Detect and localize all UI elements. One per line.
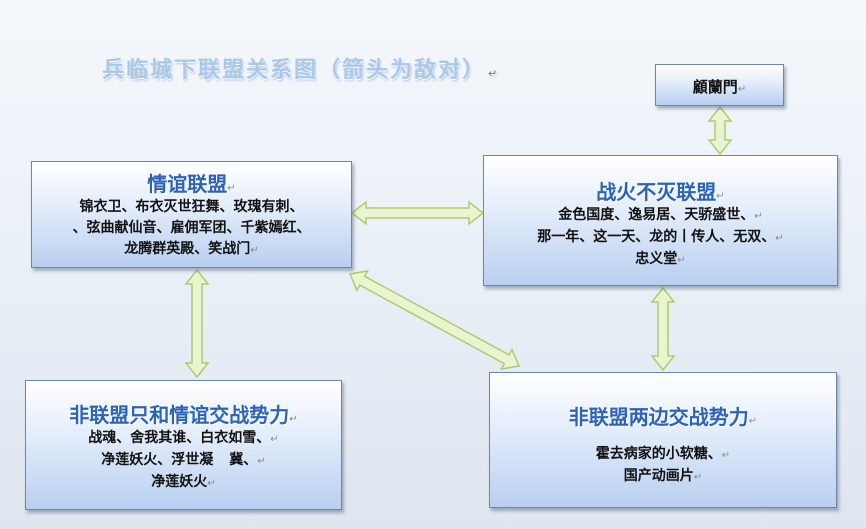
qingyi-opponents-line-1: 战魂、舍我其谁、白衣如雪、↵ bbox=[26, 428, 341, 450]
paragraph-mark: ↵ bbox=[748, 416, 758, 427]
member-text: 国产动画片 bbox=[623, 468, 694, 484]
diagram-title: 兵临城下联盟关系图（箭头为敌对）↵ bbox=[102, 52, 499, 84]
paragraph-mark: ↵ bbox=[289, 414, 298, 425]
zhanhuo-line-2: 那一年、这一天、龙的丨传人、无双、↵ bbox=[484, 227, 837, 249]
qingyi-opponents-line-2: 净莲妖火、浮世凝冀、↵ bbox=[26, 450, 341, 472]
diagram-title-text: 兵临城下联盟关系图（箭头为敌对） bbox=[102, 58, 487, 83]
paragraph-mark: ↵ bbox=[207, 478, 216, 489]
gulan-box[interactable]: 顧蘭門↵ bbox=[655, 64, 784, 106]
qingyi-heading-text: 情谊联盟 bbox=[147, 172, 228, 196]
both-sides-opponents-heading: 非联盟两边交战势力↵ bbox=[490, 401, 836, 430]
paragraph-mark: ↵ bbox=[737, 84, 747, 95]
paragraph-mark: ↵ bbox=[270, 434, 279, 445]
paragraph-mark: ↵ bbox=[716, 191, 725, 202]
arrow-zhanhuo-both bbox=[650, 286, 676, 372]
member-text: 、弦曲献仙音、雇佣军团、千紫嫣红、 bbox=[72, 220, 311, 236]
qingyi-alliance-heading: 情谊联盟↵ bbox=[32, 168, 351, 197]
zhanhuo-members: 金色国度、逸易居、天骄盛世、↵ 那一年、这一天、龙的丨传人、无双、↵ 忠义堂↵ bbox=[484, 205, 837, 271]
qingyi-members: 锦衣卫、布衣灭世狂舞、玫瑰有刺、 、弦曲献仙音、雇佣军团、千紫嫣红、 龙腾群英殿… bbox=[32, 197, 351, 261]
qingyi-line-1: 锦衣卫、布衣灭世狂舞、玫瑰有刺、 bbox=[32, 197, 351, 218]
qingyi-opponents-heading-text: 非联盟只和情谊交战势力 bbox=[69, 403, 290, 427]
qingyi-line-3: 龙腾群英殿、笑战门↵ bbox=[32, 239, 351, 261]
paragraph-mark: ↵ bbox=[693, 472, 703, 483]
qingyi-opponents-members: 战魂、舍我其谁、白衣如雪、↵ 净莲妖火、浮世凝冀、↵ 净莲妖火↵ bbox=[26, 428, 341, 494]
member-text: 龙腾群英殿、笑战门 bbox=[124, 241, 251, 257]
zhanhuo-line-3: 忠义堂↵ bbox=[484, 249, 837, 271]
paragraph-mark: ↵ bbox=[677, 255, 686, 266]
both-sides-opponents-members: 霍去病家的小软糖、↵ 国产动画片↵ bbox=[490, 444, 836, 488]
member-text: 那一年、这一天、龙的丨传人、无双、 bbox=[537, 229, 776, 245]
paragraph-mark: ↵ bbox=[754, 211, 763, 222]
qingyi-alliance-box[interactable]: 情谊联盟↵ 锦衣卫、布衣灭世狂舞、玫瑰有刺、 、弦曲献仙音、雇佣军团、千紫嫣红、… bbox=[31, 161, 352, 268]
paragraph-mark: ↵ bbox=[227, 183, 236, 194]
member-text: 金色国度、逸易居、天骄盛世、 bbox=[558, 207, 755, 223]
qingyi-line-2: 、弦曲献仙音、雇佣军团、千紫嫣红、 bbox=[32, 218, 351, 239]
paragraph-mark: ↵ bbox=[721, 450, 731, 461]
member-text: 忠义堂 bbox=[635, 251, 678, 267]
paragraph-mark: ↵ bbox=[775, 233, 784, 244]
arrow-qingyi-opponents bbox=[184, 268, 210, 379]
qingyi-opponents-box[interactable]: 非联盟只和情谊交战势力↵ 战魂、舍我其谁、白衣如雪、↵ 净莲妖火、浮世凝冀、↵ … bbox=[25, 380, 342, 510]
both-sides-line-1: 霍去病家的小软糖、↵ bbox=[490, 444, 836, 466]
paragraph-mark: ↵ bbox=[257, 456, 266, 467]
zhanhuo-alliance-heading: 战火不灭联盟↵ bbox=[484, 176, 837, 205]
zhanhuo-heading-text: 战火不灭联盟 bbox=[596, 180, 717, 204]
member-text: 锦衣卫、布衣灭世狂舞、玫瑰有刺、 bbox=[79, 199, 304, 215]
both-sides-opponents-box[interactable]: 非联盟两边交战势力↵ 霍去病家的小软糖、↵ 国产动画片↵ bbox=[489, 372, 837, 508]
qingyi-opponents-line-3: 净莲妖火↵ bbox=[26, 472, 341, 494]
paragraph-mark: ↵ bbox=[250, 245, 259, 256]
gulan-label: 顧蘭門 bbox=[692, 78, 738, 96]
zhanhuo-line-1: 金色国度、逸易居、天骄盛世、↵ bbox=[484, 205, 837, 227]
both-sides-heading-text: 非联盟两边交战势力 bbox=[568, 405, 749, 429]
arrow-qingyi-zhanhuo bbox=[350, 200, 485, 226]
member-text: 霍去病家的小软糖、 bbox=[595, 446, 722, 462]
paragraph-mark: ↵ bbox=[488, 67, 500, 80]
arrow-qingyi-both bbox=[348, 270, 521, 370]
zhanhuo-alliance-box[interactable]: 战火不灭联盟↵ 金色国度、逸易居、天骄盛世、↵ 那一年、这一天、龙的丨传人、无双… bbox=[483, 155, 838, 286]
both-sides-line-2: 国产动画片↵ bbox=[490, 466, 836, 488]
member-text: 冀、 bbox=[229, 452, 258, 468]
member-text: 净莲妖火、浮世凝 bbox=[101, 452, 214, 468]
qingyi-opponents-heading: 非联盟只和情谊交战势力↵ bbox=[26, 399, 341, 428]
member-text: 净莲妖火 bbox=[151, 474, 208, 490]
arrow-gulan-zhanhuo bbox=[707, 105, 733, 156]
member-text: 战魂、舍我其谁、白衣如雪、 bbox=[88, 430, 271, 446]
